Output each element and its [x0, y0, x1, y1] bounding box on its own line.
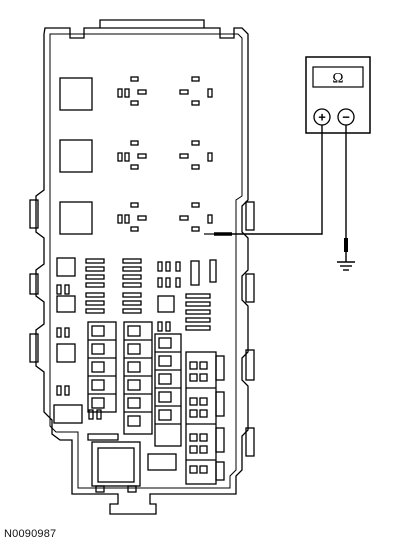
ohmmeter-icon: Ω + − [305, 56, 371, 134]
positive-test-lead [204, 125, 323, 236]
relay-socket-r2c1 [117, 140, 147, 170]
meter-display-symbol: Ω [332, 71, 343, 87]
figure-id: N0090987 [4, 528, 57, 540]
ground-icon [337, 252, 355, 271]
relay-socket-r3c2 [179, 202, 213, 232]
negative-terminal-symbol: − [342, 110, 350, 125]
relay-socket-r1c1 [117, 76, 147, 106]
relay-socket-r2c2 [179, 140, 213, 170]
positive-terminal-symbol: + [318, 110, 326, 125]
relay-socket-r1c2 [179, 76, 213, 106]
relay-socket-r3c1 [117, 202, 147, 232]
fuse-box-icon [29, 19, 255, 515]
